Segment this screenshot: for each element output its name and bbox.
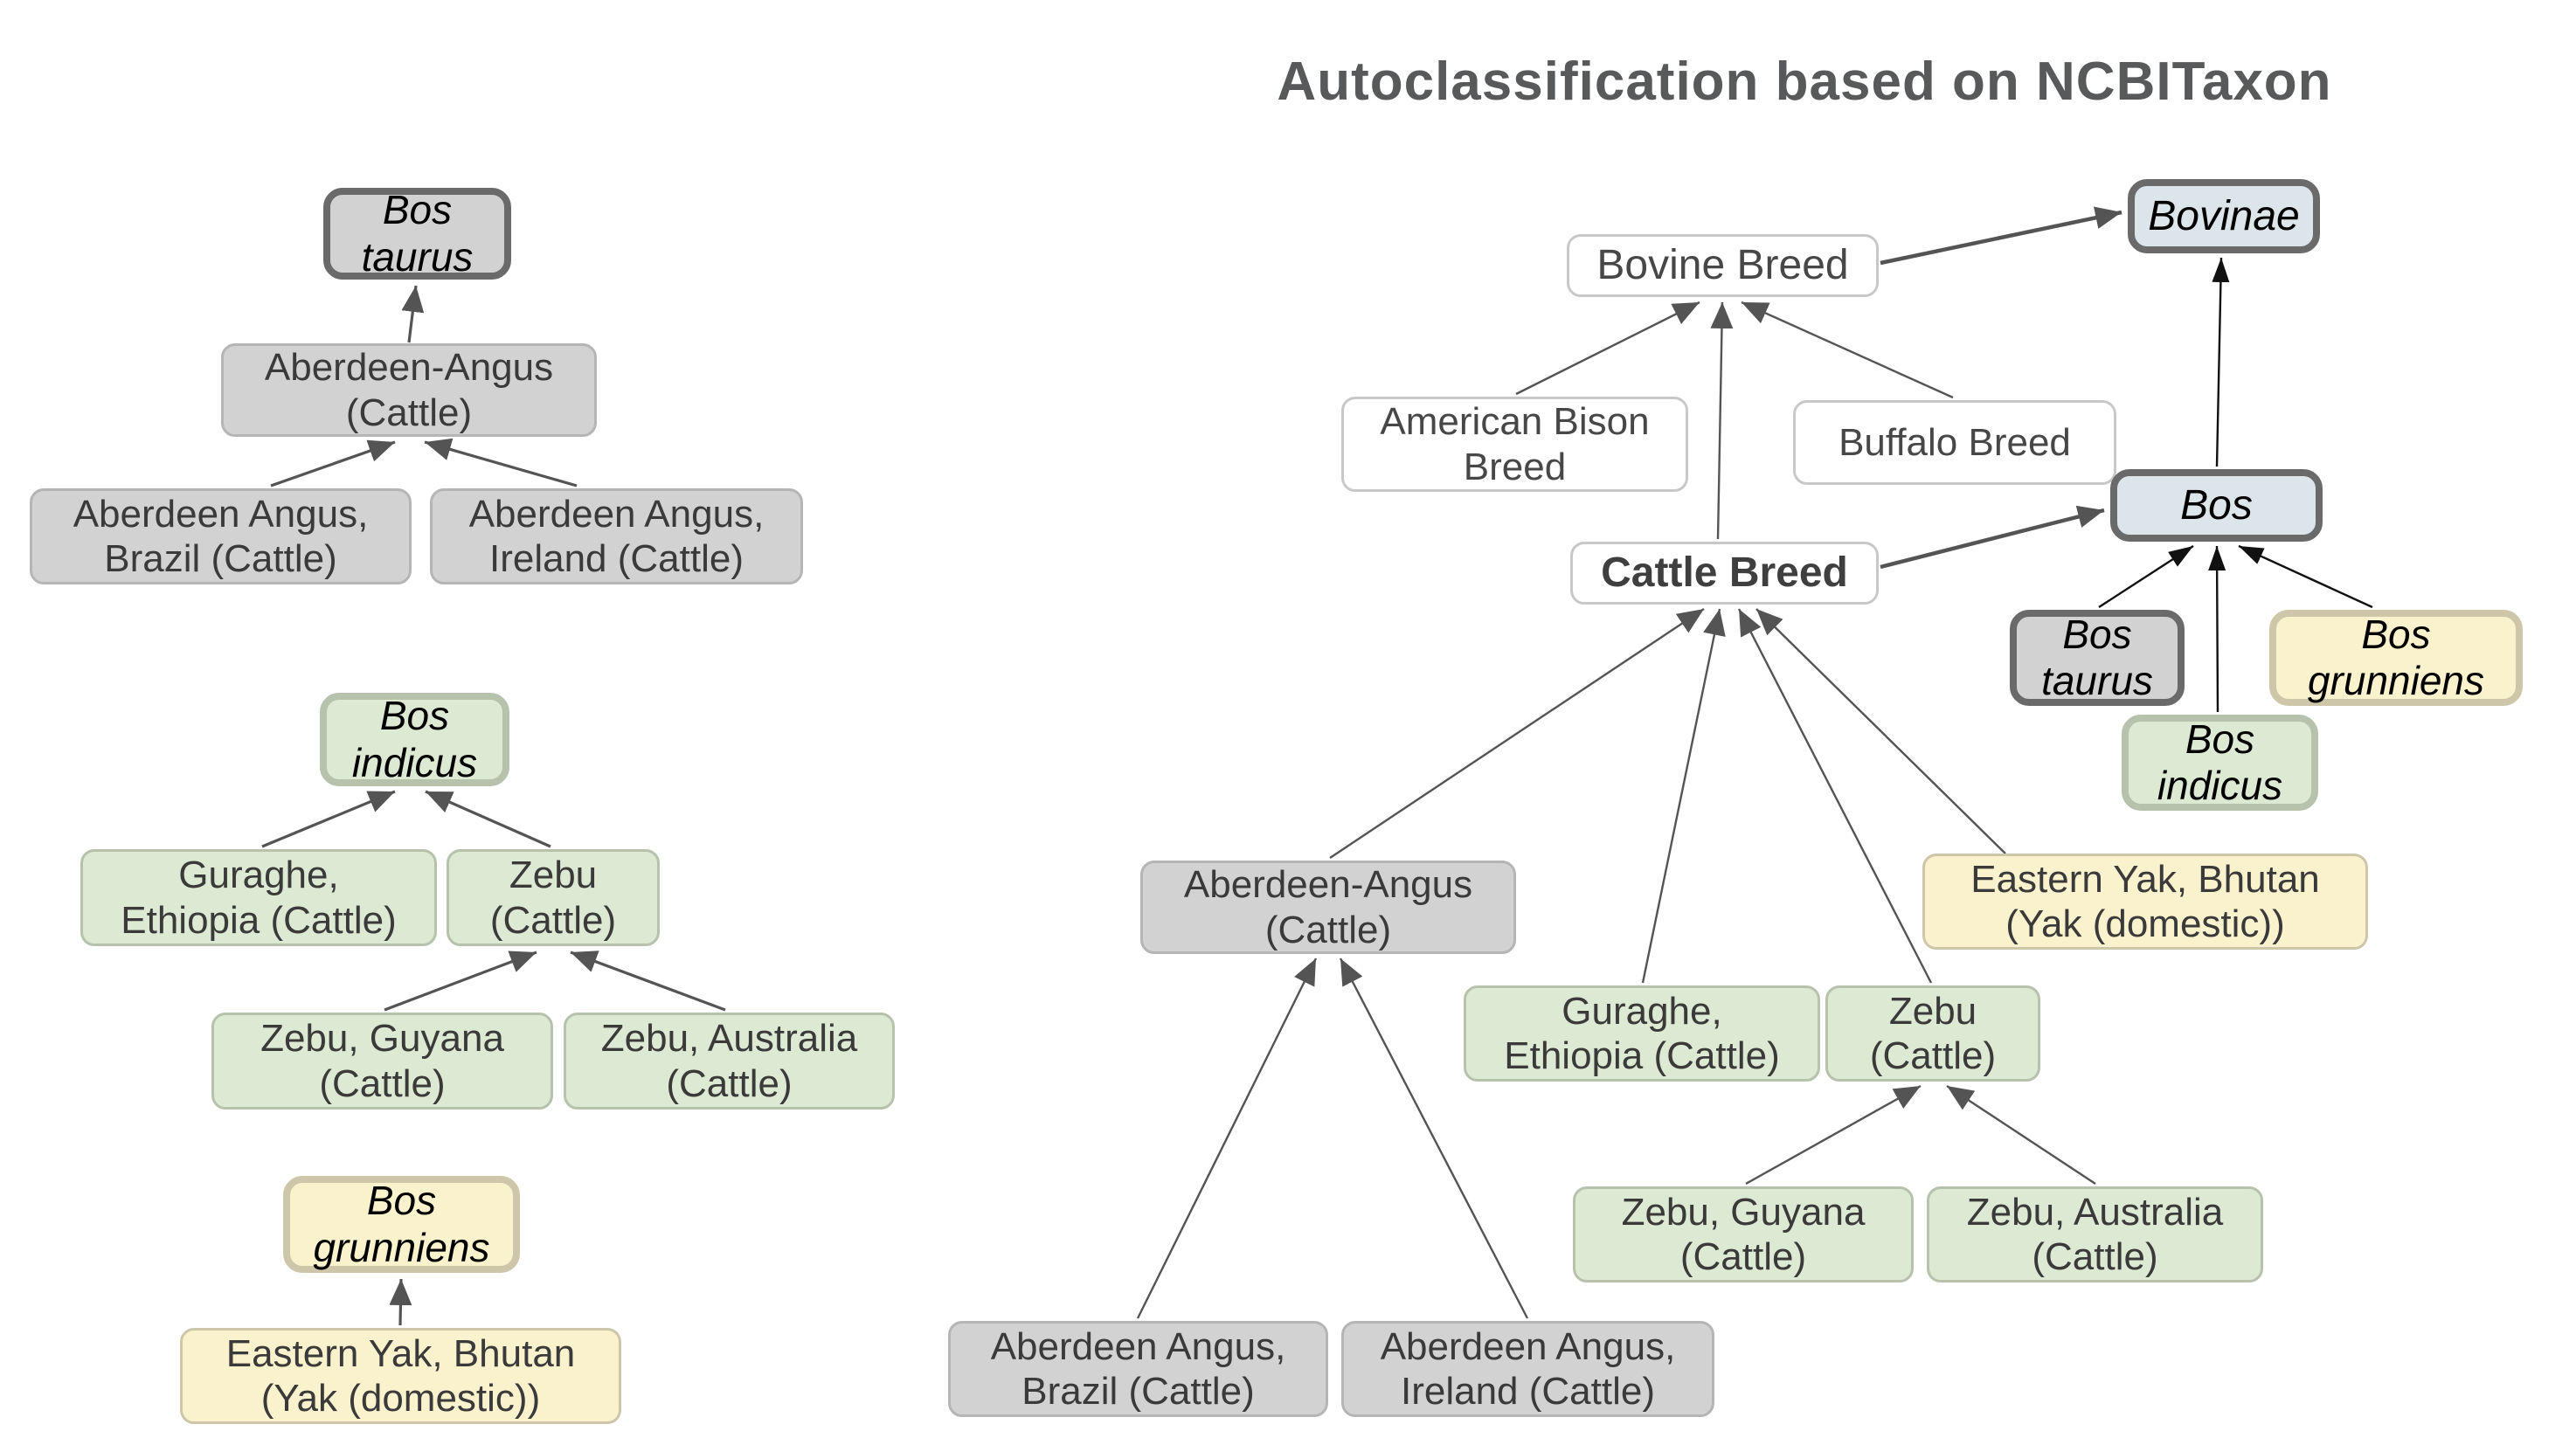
edge-arrow: [425, 790, 551, 848]
node-zebu-australia-right: Zebu, Australia (Cattle): [1927, 1186, 2263, 1282]
node-bos-indicus-right: Bos indicus: [2122, 715, 2318, 811]
node-zebu-left: Zebu (Cattle): [447, 849, 660, 946]
edge-arrow: [1329, 608, 1705, 859]
edge-arrow: [1880, 206, 2122, 266]
edge-arrow: [389, 1278, 412, 1326]
node-aberdeen-brazil-left: Aberdeen Angus, Brazil (Cattle): [30, 488, 412, 584]
node-bos: Bos: [2110, 469, 2323, 542]
node-bos-taurus-right: Bos taurus: [2010, 610, 2185, 706]
node-bos-grunniens-left: Bos grunniens: [283, 1176, 520, 1273]
node-zebu-guyana-left: Zebu, Guyana (Cattle): [211, 1013, 553, 1110]
edge-arrow: [261, 790, 396, 848]
node-aberdeen-angus-right: Aberdeen-Angus (Cattle): [1140, 861, 1516, 954]
edge-arrow: [1339, 958, 1529, 1319]
node-eastern-yak-right: Eastern Yak, Bhutan (Yak (domestic)): [1922, 854, 2368, 950]
edge-arrow: [270, 439, 396, 487]
edge-arrow: [1641, 608, 1726, 984]
node-aberdeen-ireland-left: Aberdeen Angus, Ireland (Cattle): [430, 488, 803, 584]
edge-arrow: [2212, 257, 2230, 467]
node-bovinae: Bovinae: [2128, 179, 2320, 253]
edge-arrow: [1515, 301, 1700, 396]
edge-arrow: [2208, 545, 2226, 713]
edge-arrow: [2098, 544, 2194, 609]
edge-arrow: [1737, 608, 1933, 984]
edge-arrow: [1745, 1084, 1922, 1186]
node-bovine-breed: Bovine Breed: [1567, 234, 1879, 297]
edge-arrow: [570, 951, 726, 1012]
edge-arrow: [424, 438, 578, 487]
edge-arrow: [1946, 1084, 2096, 1186]
node-cattle-breed: Cattle Breed: [1570, 542, 1879, 605]
node-zebu-right: Zebu (Cattle): [1825, 985, 2040, 1082]
node-aberdeen-ireland-right: Aberdeen Angus, Ireland (Cattle): [1341, 1321, 1714, 1417]
node-buffalo-breed: Buffalo Breed: [1793, 400, 2116, 485]
edge-arrow: [401, 285, 425, 343]
node-bos-taurus-left: Bos taurus: [323, 187, 511, 280]
edge-arrow: [1880, 505, 2105, 570]
page-title: Autoclassification based on NCBITaxon: [1277, 52, 2332, 112]
edge-arrow: [1755, 608, 2006, 854]
node-bos-indicus-left: Bos indicus: [320, 693, 509, 786]
node-guraghe-left: Guraghe, Ethiopia (Cattle): [80, 849, 437, 946]
node-eastern-yak-left: Eastern Yak, Bhutan (Yak (domestic)): [180, 1328, 621, 1424]
edge-arrow: [1741, 301, 1954, 399]
edge-arrow: [2238, 544, 2373, 609]
node-american-bison-breed: American Bison Breed: [1341, 397, 1688, 492]
node-zebu-australia-left: Zebu, Australia (Cattle): [564, 1013, 895, 1110]
node-aberdeen-angus-left: Aberdeen-Angus (Cattle): [221, 343, 597, 437]
node-bos-grunniens-right: Bos grunniens: [2269, 610, 2523, 706]
edge-arrow: [1710, 301, 1734, 540]
edge-arrow: [1136, 958, 1318, 1319]
node-guraghe-right: Guraghe, Ethiopia (Cattle): [1464, 985, 1820, 1082]
node-aberdeen-brazil-right: Aberdeen Angus, Brazil (Cattle): [948, 1321, 1328, 1417]
edge-arrow: [384, 951, 537, 1012]
node-zebu-guyana-right: Zebu, Guyana (Cattle): [1573, 1186, 1914, 1282]
